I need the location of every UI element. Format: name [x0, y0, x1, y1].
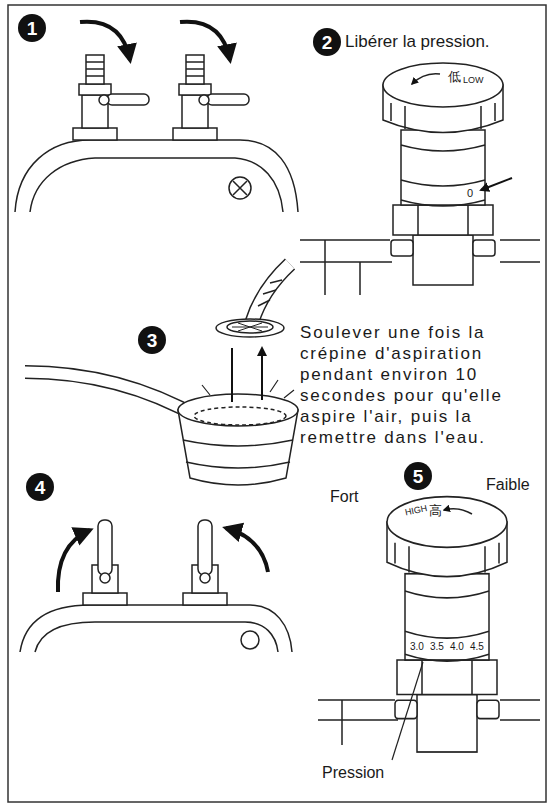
pump-valves-open-part-part — [83, 593, 127, 605]
part-label: Pression — [322, 764, 384, 782]
pump-valves-open-part — [183, 520, 227, 605]
pump-valves-closed-part-part — [186, 62, 204, 76]
direction-label: Fort — [330, 488, 358, 506]
pump-valves-closed-part-part — [182, 95, 208, 128]
pump-valves-open-part — [35, 622, 278, 652]
scale-value: 3.5 — [429, 641, 445, 653]
pump-valves-closed-part-part — [86, 55, 104, 84]
pressure-valve-low — [300, 63, 540, 295]
strainer-bucket-part — [227, 321, 273, 333]
pump-valves-closed-part-part — [79, 84, 111, 95]
strainer-bucket-part — [252, 264, 290, 322]
scale-value: 3.0 — [409, 641, 425, 653]
pump-valves-open-part — [226, 528, 268, 572]
instruction-note: Soulever une fois la crépine d'aspiratio… — [300, 322, 544, 448]
pump-valves-open-part — [83, 520, 127, 605]
callout-number: 2 — [322, 33, 333, 52]
strainer-bucket-part — [183, 440, 293, 468]
strainer-bucket-part — [258, 280, 282, 306]
direction-label: Faible — [486, 476, 530, 494]
pump-valves-closed-part — [73, 55, 149, 140]
pump-valves-open — [20, 520, 292, 652]
pump-valves-open-part-part — [183, 593, 227, 605]
callout-number: 4 — [35, 478, 46, 497]
pump-valves-closed-part — [229, 177, 251, 199]
pump-valves-closed-part-part — [186, 55, 204, 84]
pressure-valve-low-part — [481, 178, 512, 190]
pump-valves-closed-part-part — [207, 94, 249, 105]
strainer-bucket-part — [178, 394, 298, 426]
pump-valves-closed-part — [173, 55, 249, 140]
pump-valves-closed-part-part — [99, 95, 109, 105]
scale-value: 4.0 — [449, 641, 465, 653]
strainer-bucket-part — [232, 323, 268, 331]
cap-marking: 低 — [447, 70, 462, 85]
pressure-valve-high-part — [444, 509, 472, 514]
strainer-bucket-part — [25, 372, 200, 418]
pressure-valve-low-part — [412, 74, 440, 84]
pump-valves-closed-part-part — [179, 84, 211, 95]
strainer-bucket-part — [25, 372, 200, 418]
pump-valves-closed-part — [233, 181, 247, 195]
pump-valves-open-part-part — [200, 573, 210, 583]
cap-marking: 高 — [428, 504, 443, 519]
pump-valves-closed-part-part — [82, 95, 108, 128]
pressure-valve-high — [318, 497, 540, 760]
pump-valves-closed — [15, 22, 298, 212]
callout-circle: 3 — [138, 326, 166, 354]
pump-valves-closed-part — [30, 158, 283, 212]
pump-valves-open-part-part — [198, 520, 212, 575]
strainer-bucket-part — [252, 264, 290, 322]
callout-number: 1 — [27, 19, 38, 38]
strainer-bucket-part — [216, 319, 284, 337]
pump-valves-closed-part — [15, 140, 298, 212]
pump-valves-closed-part — [180, 22, 230, 60]
pump-valves-closed-part-part — [173, 128, 217, 140]
callout-circle: 4 — [26, 473, 54, 501]
callout-number: 5 — [413, 467, 424, 486]
pump-valves-open-part-part — [98, 520, 112, 575]
pressure-valve-high-part — [392, 662, 423, 760]
cap-marking: LOW — [462, 75, 485, 85]
callout-circle: 1 — [18, 14, 46, 42]
strainer-bucket — [25, 264, 298, 485]
pump-valves-open-part — [20, 605, 292, 652]
pump-valves-closed-part-part — [73, 128, 117, 140]
cap-marking: HIGH — [403, 503, 429, 518]
pump-valves-open-part — [58, 530, 90, 592]
pump-valves-open-part-part — [100, 573, 110, 583]
callout-number: 3 — [147, 331, 158, 350]
dial-mark: 0 — [466, 187, 474, 200]
frame-border — [8, 5, 546, 802]
pump-valves-closed-part-part — [199, 95, 209, 105]
strainer-bucket-part — [202, 380, 294, 398]
pressure-valve-low-part — [383, 63, 503, 285]
pump-valves-open-part — [241, 631, 259, 649]
callout-circle: 5 — [404, 462, 432, 490]
pump-valves-closed-part-part — [86, 62, 104, 76]
step-heading: Libérer la pression. — [345, 32, 490, 52]
pressure-valve-high-part — [387, 497, 507, 752]
callout-circle: 2 — [313, 28, 341, 56]
pump-valves-closed-part-part — [107, 94, 149, 105]
pump-valves-closed-part — [80, 22, 130, 60]
scale-value: 4.5 — [469, 641, 485, 653]
strainer-bucket-part — [194, 407, 286, 425]
strainer-bucket-part — [232, 348, 262, 402]
